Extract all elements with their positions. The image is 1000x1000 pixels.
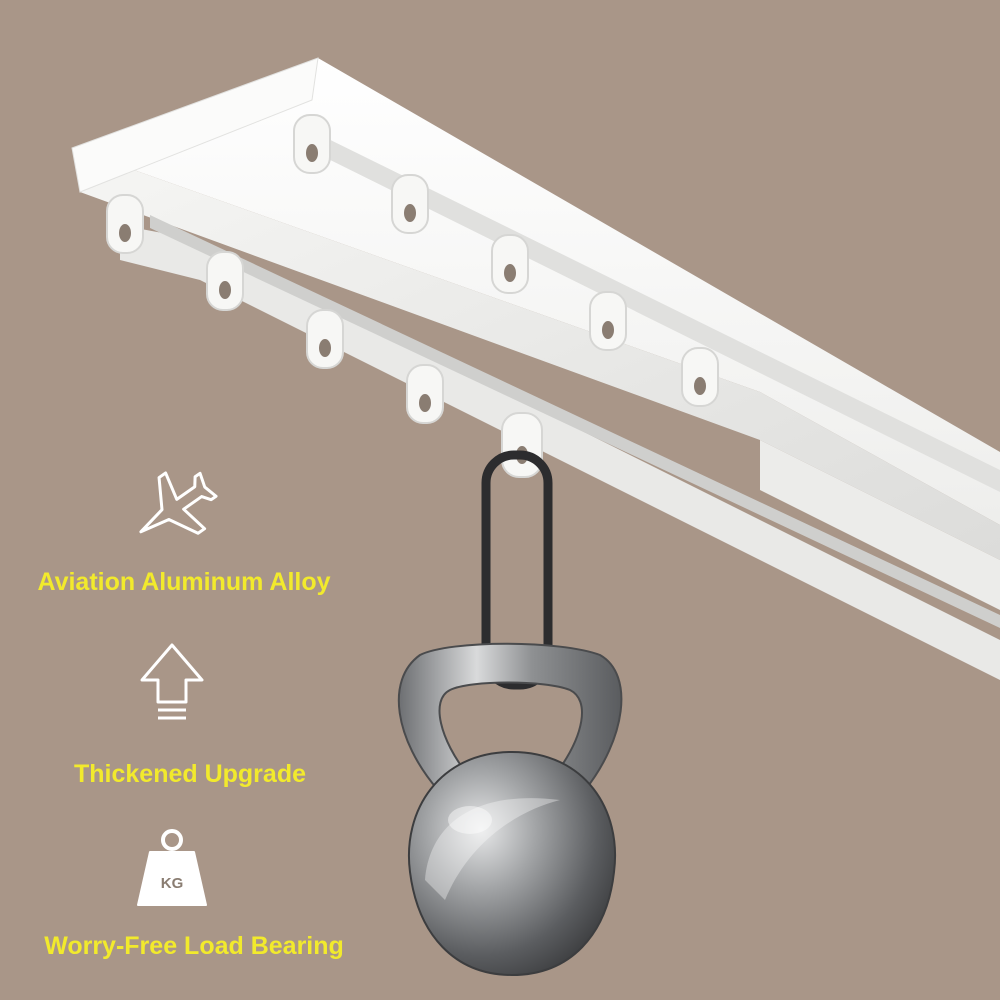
kettlebell-reflection xyxy=(425,798,560,900)
hook xyxy=(293,114,331,174)
hook xyxy=(406,364,444,424)
weight-badge-text: KG xyxy=(161,875,184,892)
chain-link xyxy=(481,450,553,690)
feature-label-thickened-upgrade: Thickened Upgrade xyxy=(74,760,306,788)
kettlebell-bell xyxy=(408,750,617,977)
rail-end-cap xyxy=(71,57,319,193)
rail-top-face xyxy=(72,58,1000,525)
hook xyxy=(681,347,719,407)
hook xyxy=(391,174,429,234)
up-arrow-icon xyxy=(140,643,204,720)
rail-channel-upper xyxy=(300,125,1000,492)
hook xyxy=(206,251,244,311)
feature-label-aviation-aluminum: Aviation Aluminum Alloy xyxy=(37,568,331,596)
hook-loaded xyxy=(501,412,543,478)
airplane-icon xyxy=(139,471,218,535)
kettlebell-handle xyxy=(397,642,623,792)
rail-front-face xyxy=(72,148,1000,560)
feature-label-load-bearing: Worry-Free Load Bearing xyxy=(44,932,344,960)
rail-body-side xyxy=(760,440,1000,610)
hook xyxy=(589,291,627,351)
hook xyxy=(106,194,144,254)
rail-hooks xyxy=(106,114,719,478)
kettlebell xyxy=(397,642,623,977)
weight-icon: KG xyxy=(137,829,207,906)
hook xyxy=(491,234,529,294)
rail-channel-slot xyxy=(150,215,1000,628)
hook xyxy=(306,309,344,369)
kettlebell-highlight xyxy=(448,806,492,834)
